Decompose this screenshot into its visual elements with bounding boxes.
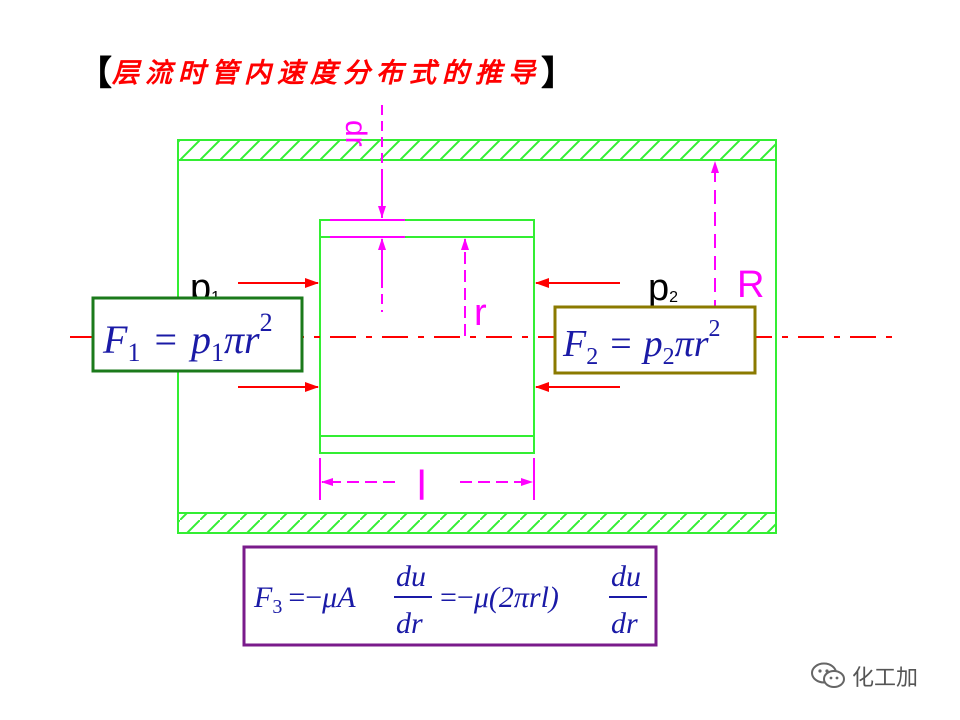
formula-f2: F2=p2πr2 [562, 316, 721, 370]
watermark: 化工加 [810, 660, 918, 700]
l-label: l [417, 462, 426, 509]
pressure-arrows-left [238, 278, 319, 392]
formula-f3-box: F3=−μA du dr =−μ(2πrl) du dr [242, 545, 658, 647]
R-label: R [737, 264, 764, 306]
formula-f3-den2: dr [611, 607, 638, 640]
title-bracket-left: 【 [78, 54, 112, 94]
dr-label: dr [339, 120, 372, 147]
formula-f3-den1: dr [396, 607, 423, 640]
pipe-wall-bottom [177, 512, 777, 534]
formula-f3-num2: du [611, 560, 641, 593]
formula-f1: F1=p1πr2 [102, 308, 273, 367]
formula-f1-box: F1=p1πr2 [91, 296, 304, 373]
slide-title: 【层流时管内速度分布式的推导】 [78, 46, 575, 96]
formula-f2-box: F2=p2πr2 [553, 305, 757, 375]
formula-f3-lhs: F3=−μA [253, 581, 356, 618]
formula-f3-num1: du [396, 560, 426, 593]
title-text: 层流时管内速度分布式的推导 [112, 58, 541, 89]
l-dimension [319, 458, 535, 500]
formula-f3-mid: =−μ(2πrl) [440, 581, 559, 614]
title-bracket-right: 】 [541, 54, 575, 94]
wechat-icon [811, 662, 845, 688]
pipe-wall-top [177, 139, 777, 161]
dr-dimension [330, 105, 405, 312]
p2-label: p2 [648, 267, 678, 309]
watermark-text: 化工加 [852, 666, 919, 691]
pressure-arrows-right [535, 278, 620, 392]
r-label: r [474, 292, 487, 334]
